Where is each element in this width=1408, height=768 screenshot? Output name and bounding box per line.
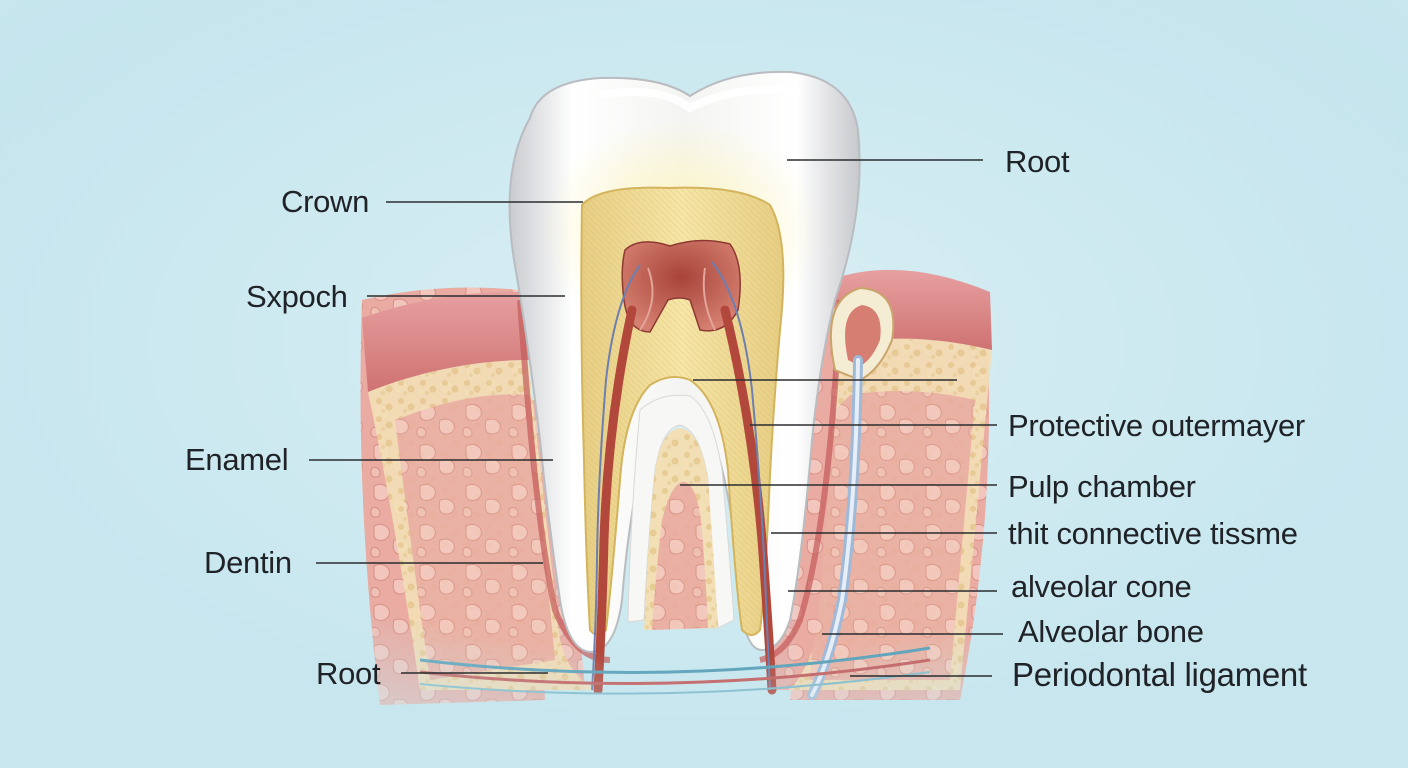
label-alveolar-bone: Alveolar bone — [1018, 614, 1204, 649]
label-alveolar-cone: alveolar cone — [1011, 569, 1192, 604]
label-sxpoch: Sxpoch — [246, 279, 348, 314]
label-root-left: Root — [316, 656, 381, 691]
leader-lines — [309, 159, 1003, 677]
label-connective-tissue: thit connective tissme — [1008, 516, 1298, 551]
label-root-right: Root — [1005, 144, 1070, 179]
label-enamel: Enamel — [185, 442, 289, 477]
label-periodontal-ligament: Periodontal ligament — [1012, 656, 1307, 693]
label-crown: Crown — [281, 184, 370, 219]
label-protective-outermayer: Protective outermayer — [1008, 408, 1305, 443]
label-dentin: Dentin — [204, 545, 292, 580]
label-pulp-chamber: Pulp chamber — [1008, 469, 1196, 504]
